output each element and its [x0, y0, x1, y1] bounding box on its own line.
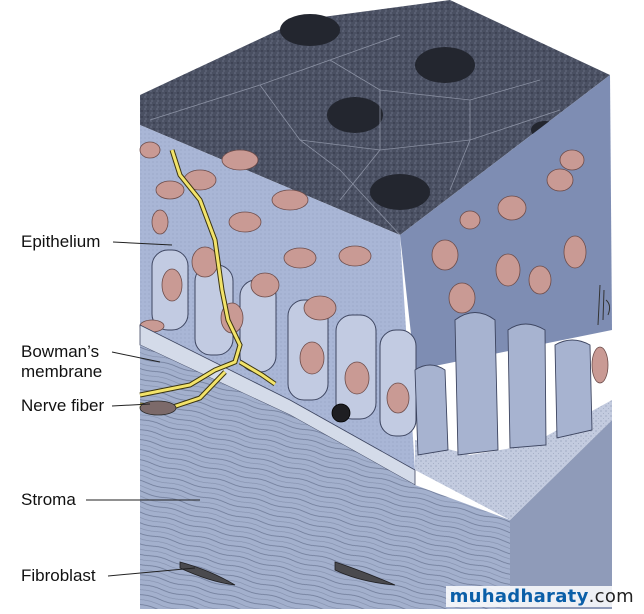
artist-signature — [597, 284, 611, 326]
label-bowmans-line1: Bowman’s — [21, 342, 100, 361]
epithelium-leader — [112, 241, 173, 246]
label-fibroblast: Fibroblast — [21, 566, 96, 585]
bowmans-leader — [111, 351, 161, 363]
nerve-sheath-cell — [139, 400, 177, 416]
watermark-suffix: .com — [588, 586, 634, 607]
label-stroma: Stroma — [21, 490, 76, 509]
label-epithelium: Epithelium — [21, 232, 101, 251]
label-nerve-fiber: Nerve fiber — [21, 396, 105, 415]
surface-spot — [280, 14, 340, 46]
stroma-front-face — [140, 345, 510, 609]
cutaway-cells — [414, 312, 593, 456]
site-watermark: muhadharaty.com — [445, 586, 638, 607]
lymphocyte — [331, 403, 351, 423]
surface-spot — [370, 174, 430, 210]
cell-nuclei — [139, 141, 609, 414]
label-bowmans-line2: membrane — [21, 362, 103, 381]
surface-spot — [415, 47, 475, 83]
watermark-name: muhadharaty — [449, 586, 589, 607]
stroma-right-face — [510, 420, 612, 609]
fibroblast-leader — [107, 567, 196, 577]
nerve-fiber-leader — [111, 403, 151, 407]
leader-lines — [86, 241, 200, 577]
surface-cell-borders — [149, 34, 561, 236]
surface-spot — [327, 97, 383, 133]
